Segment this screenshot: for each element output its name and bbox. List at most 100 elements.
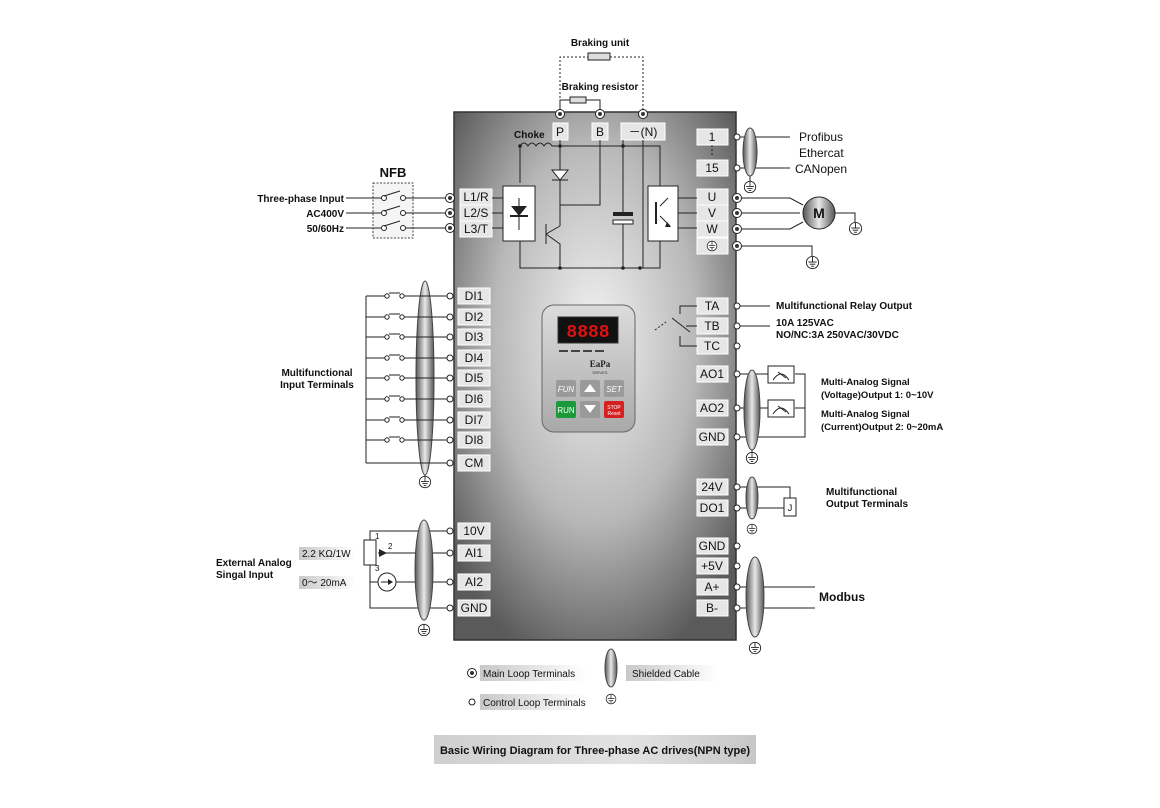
- terminal-l3: L3/T: [464, 222, 489, 236]
- terminal-ao-gnd: GND: [699, 430, 726, 444]
- pot-pin-3: 3: [375, 564, 380, 573]
- profibus-label: Profibus: [799, 130, 843, 144]
- terminal-di8: DI8: [465, 433, 484, 447]
- ao2-label-2: (Current)Output 2: 0~20mA: [821, 422, 943, 433]
- terminal-b-minus: B-: [706, 601, 718, 615]
- di-group-label-1: Multifunctional: [281, 368, 352, 379]
- pot-pin-2: 2: [388, 542, 393, 551]
- relay-output: TA TB TC Multifunctional Relay Output 10…: [654, 297, 913, 355]
- terminal-comm-15: 15: [705, 161, 719, 175]
- modbus-label: Modbus: [819, 590, 865, 604]
- brand-logo: EaPa: [590, 359, 611, 369]
- terminal-v: V: [708, 206, 716, 220]
- do-label-1: Multifunctional: [826, 487, 897, 498]
- keypad[interactable]: 8888 EaPa DRIVES FUN SET RUN STOP Reset: [541, 304, 636, 433]
- power-input-line2: AC400V: [306, 209, 344, 220]
- dc-bus-terminals: P B －(N): [552, 109, 666, 141]
- set-button[interactable]: [604, 380, 624, 397]
- terminal-p: P: [556, 125, 564, 139]
- terminal-do1: DO1: [700, 501, 725, 515]
- legend: Main Loop Terminals Control Loop Termina…: [467, 648, 718, 710]
- legend-ground-icon: [605, 693, 617, 705]
- svg-text:⋮: ⋮: [706, 143, 718, 157]
- di-row: DI4: [366, 349, 491, 367]
- motor-label: M: [813, 205, 825, 221]
- terminal-5v: +5V: [701, 559, 723, 573]
- reset-label: Reset: [607, 411, 621, 417]
- power-circuit: Choke: [502, 130, 679, 270]
- ao1-label-1: Multi-Analog Signal: [821, 377, 910, 388]
- set-button-label: SET: [606, 385, 623, 394]
- canopen-label: CANopen: [795, 162, 847, 176]
- power-input-line1: Three-phase Input: [257, 194, 344, 205]
- terminal-modbus-gnd: GND: [699, 539, 726, 553]
- terminal-ao2: AO2: [700, 401, 724, 415]
- power-input-line3: 50/60Hz: [307, 224, 344, 235]
- di-row: DI8: [366, 431, 491, 449]
- relay-spec2: NO/NC:3A 250VAC/30VDC: [776, 330, 899, 341]
- run-button[interactable]: [556, 401, 576, 418]
- ao2-label-1: Multi-Analog Signal: [821, 409, 910, 420]
- current-label: 0～ 20mA: [302, 578, 347, 589]
- terminal-ta: TA: [705, 299, 719, 313]
- choke-label: Choke: [514, 130, 545, 141]
- modbus-port: GND +5V A+ B- Modbus: [696, 537, 865, 655]
- ethercat-label: Ethercat: [799, 146, 844, 160]
- terminal-u: U: [708, 190, 717, 204]
- terminal-tb: TB: [704, 319, 719, 333]
- terminal-di5: DI5: [465, 371, 484, 385]
- nfb-label: NFB: [380, 165, 407, 180]
- ai-label-2: Singal Input: [216, 570, 274, 581]
- caption-box: [434, 735, 756, 764]
- inverter-block: [647, 185, 679, 242]
- relay-spec1: 10A 125VAC: [776, 318, 834, 329]
- digital-output: 24V DO1 J Multifunctional Output Termina…: [696, 476, 908, 535]
- di-row: DI1: [366, 287, 491, 305]
- terminal-ao1: AO1: [700, 367, 724, 381]
- di-row: DI3: [366, 328, 491, 346]
- resistor-label: 2.2 KΩ/1W: [302, 549, 351, 560]
- do-relay-symbol: J: [788, 503, 793, 513]
- pot-pin-1: 1: [375, 532, 380, 541]
- di-group-label-2: Input Terminals: [280, 380, 354, 391]
- di-row: DI5: [366, 369, 491, 387]
- legend-main-loop: Main Loop Terminals: [483, 669, 575, 680]
- terminal-a-plus: A+: [704, 580, 719, 594]
- terminal-n: －(N): [629, 125, 658, 139]
- terminal-l1: L1/R: [463, 190, 489, 204]
- terminal-10v: 10V: [463, 524, 484, 538]
- di-row: DI2: [366, 308, 491, 326]
- di-row: CM: [366, 454, 491, 472]
- analog-inputs: 10V AI1 AI2 GND 1 2 3 2.2 KΩ/1W 0～ 20mA …: [216, 519, 491, 637]
- terminal-di3: DI3: [465, 330, 484, 344]
- terminal-comm-1: 1: [709, 130, 716, 144]
- braking-circuit: Braking unit Braking resistor: [559, 38, 644, 110]
- power-input-terminals: L1/R L2/S L3/T: [445, 188, 503, 238]
- analog-outputs: AO1 AO2 GND Multi-Analog Signal (Voltage…: [696, 365, 943, 465]
- terminal-b: B: [596, 125, 604, 139]
- terminal-di7: DI7: [465, 413, 484, 427]
- do-label-2: Output Terminals: [826, 499, 908, 510]
- terminal-24v: 24V: [701, 480, 722, 494]
- terminal-di6: DI6: [465, 392, 484, 406]
- diagram-caption: Basic Wiring Diagram for Three-phase AC …: [440, 745, 750, 757]
- keypad-display: 8888: [566, 323, 609, 343]
- stop-reset-button[interactable]: [604, 401, 624, 418]
- fun-button[interactable]: [556, 380, 576, 397]
- terminal-w: W: [706, 222, 718, 236]
- terminal-di2: DI2: [465, 310, 484, 324]
- brand-logo-sub: DRIVES: [593, 370, 608, 375]
- di-row: DI7: [366, 411, 491, 429]
- terminal-ai1: AI1: [465, 546, 483, 560]
- terminal-di4: DI4: [465, 351, 484, 365]
- braking-unit-label: Braking unit: [571, 38, 630, 49]
- fun-button-label: FUN: [558, 385, 575, 394]
- stop-label: STOP: [607, 405, 621, 411]
- di-row: DI6: [366, 390, 491, 408]
- run-button-label: RUN: [557, 406, 575, 415]
- terminal-tc: TC: [704, 339, 720, 353]
- relay-title: Multifunctional Relay Output: [776, 301, 913, 312]
- ao1-label-2: (Voltage)Output 1: 0~10V: [821, 390, 934, 401]
- terminal-cm: CM: [465, 456, 484, 470]
